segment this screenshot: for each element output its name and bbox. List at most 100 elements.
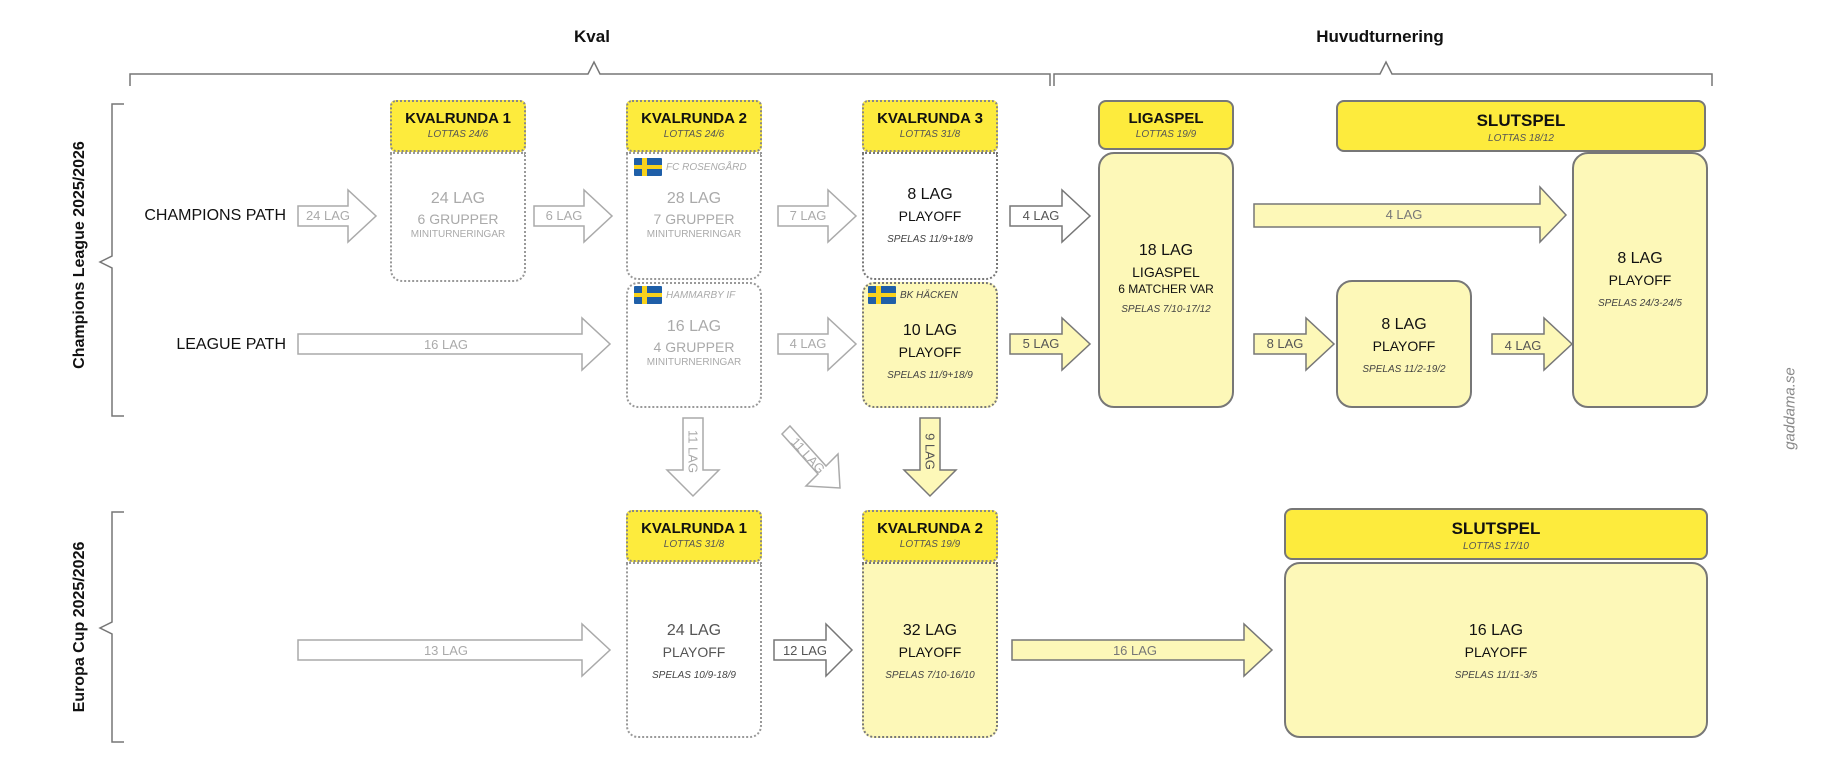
ec-kr2-box: 32 LAG PLAYOFF SPELAS 7/10-16/10 (862, 562, 998, 738)
ec-kr2-lag: 32 LAG (902, 622, 958, 639)
arrow-label-4c: 4 LAG (1504, 338, 1542, 353)
arrow-down-11a (665, 417, 721, 498)
ec-kr2-lottas: LOTTAS 19/9 (899, 539, 961, 550)
path-champions: CHAMPIONS PATH (144, 207, 286, 224)
ec-kr2-header: KVALRUNDA 2 LOTTAS 19/9 (862, 510, 998, 562)
ec-slut-header: SLUTSPEL LOTTAS 17/10 (1284, 508, 1708, 560)
cl-po1-box: 8 LAG PLAYOFF SPELAS 11/2-19/2 (1336, 280, 1472, 408)
cl-po2-spelas: SPELAS 24/3-24/5 (1598, 298, 1682, 309)
arrow-4top (1253, 185, 1568, 244)
cl-po2-box: 8 LAG PLAYOFF SPELAS 24/3-24/5 (1572, 152, 1708, 408)
arrow-24 (297, 188, 378, 244)
ec-slut-box: 16 LAG PLAYOFF SPELAS 11/11-3/5 (1284, 562, 1708, 738)
arrow-16 (297, 316, 612, 372)
section-kval: Kval (574, 27, 610, 46)
arrow-13 (297, 622, 612, 678)
path-league: LEAGUE PATH (176, 336, 286, 353)
cl-liga-format: LIGASPEL (1132, 264, 1200, 280)
arrow-label-5: 5 LAG (1022, 336, 1060, 351)
arrow-4c (1491, 316, 1574, 372)
sweden-flag-icon (634, 286, 662, 304)
arrow-8 (1253, 316, 1336, 372)
cl-kr2-champ-mini: MINITURNERINGAR (646, 229, 742, 240)
ec-kr1-header: KVALRUNDA 1 LOTTAS 31/8 (626, 510, 762, 562)
cl-liga-box: 18 LAG LIGASPEL 6 MATCHER VAR SPELAS 7/1… (1098, 152, 1234, 408)
arrow-label-24: 24 LAG (305, 208, 351, 223)
ec-slut-lottas: LOTTAS 17/10 (1463, 541, 1529, 552)
cl-kr2-champ-lag: 28 LAG (666, 190, 722, 207)
ec-kr1-lag: 24 LAG (666, 622, 722, 639)
cl-kr2-league-mini: MINITURNERINGAR (646, 357, 742, 368)
arrow-label-9: 9 LAG (922, 433, 938, 470)
arrow-label-6: 6 LAG (545, 208, 583, 223)
cl-liga-header: LIGASPEL LOTTAS 19/9 (1098, 100, 1234, 150)
arrow-label-11a: 11 LAG (685, 429, 701, 474)
ec-slut-title: SLUTSPEL (1451, 519, 1541, 538)
cl-kr2-league-team-name: HAMMARBY IF (666, 289, 736, 301)
cl-kr3-title: KVALRUNDA 3 (877, 110, 983, 127)
cl-liga-lag: 18 LAG (1138, 242, 1194, 259)
ec-kr1-spelas: SPELAS 10/9-18/9 (652, 670, 736, 681)
ec-kr2-format: PLAYOFF (898, 644, 962, 660)
cl-kr1-lottas: LOTTAS 24/6 (427, 129, 489, 140)
cl-kr3-header: KVALRUNDA 3 LOTTAS 31/8 (862, 100, 998, 152)
cl-po1-spelas: SPELAS 11/2-19/2 (1362, 364, 1446, 375)
arrow-label-13: 13 LAG (423, 643, 469, 658)
ec-kr1-format: PLAYOFF (662, 644, 726, 660)
cl-kr2-title: KVALRUNDA 2 (641, 110, 747, 127)
cl-kr1-title: KVALRUNDA 1 (405, 110, 511, 127)
cl-liga-title: LIGASPEL (1128, 110, 1204, 127)
cl-kr3-champ-box: 8 LAG PLAYOFF SPELAS 11/9+18/9 (862, 152, 998, 280)
cl-slut-title: SLUTSPEL (1476, 111, 1566, 130)
ec-kr1-title: KVALRUNDA 1 (641, 520, 747, 537)
sweden-flag-icon (634, 158, 662, 176)
cl-kr1-lag: 24 LAG (430, 190, 486, 207)
cl-kr2-league-box: 16 LAG 4 GRUPPER MINITURNERINGAR (626, 282, 762, 408)
arrow-label-7: 7 LAG (789, 208, 827, 223)
ec-kr1-box: 24 LAG PLAYOFF SPELAS 10/9-18/9 (626, 562, 762, 738)
arrow-label-4a: 4 LAG (1022, 208, 1060, 223)
cl-kr3-champ-spelas: SPELAS 11/9+18/9 (887, 234, 973, 245)
cl-kr3-league-spelas: SPELAS 11/9+18/9 (887, 370, 973, 381)
cl-kr2-league-grupper: 4 GRUPPER (653, 339, 735, 355)
arrow-label-16-ec: 16 LAG (1112, 643, 1158, 658)
cl-kr3-champ-lag: 8 LAG (907, 186, 953, 203)
arrow-4a (1009, 188, 1092, 244)
arrow-4b (777, 316, 858, 372)
cl-po2-format: PLAYOFF (1608, 272, 1672, 288)
cl-kr3-league-team-name: BK HÄCKEN (900, 289, 958, 301)
cl-kr3-league-lag: 10 LAG (902, 322, 958, 339)
arrow-label-8: 8 LAG (1266, 336, 1304, 351)
cl-kr3-league-team: BK HÄCKEN (868, 286, 958, 304)
ec-kr1-lottas: LOTTAS 31/8 (663, 539, 725, 550)
arrow-label-16: 16 LAG (423, 337, 469, 352)
ec-kr2-title: KVALRUNDA 2 (877, 520, 983, 537)
ec-slut-format: PLAYOFF (1464, 644, 1528, 660)
cl-liga-lottas: LOTTAS 19/9 (1135, 129, 1197, 140)
arrow-label-4b: 4 LAG (789, 336, 827, 351)
cl-slut-lottas: LOTTAS 18/12 (1488, 133, 1554, 144)
sweden-flag-icon (868, 286, 896, 304)
arrow-down-9 (902, 417, 958, 498)
cl-liga-matcher: 6 MATCHER VAR (1118, 282, 1214, 296)
cl-kr2-lottas: LOTTAS 24/6 (663, 129, 725, 140)
cl-kr1-header: KVALRUNDA 1 LOTTAS 24/6 (390, 100, 526, 152)
ec-slut-lag: 16 LAG (1468, 622, 1524, 639)
arrow-16-ec (1011, 622, 1274, 678)
cl-kr3-champ-format: PLAYOFF (898, 208, 962, 224)
cl-slut-header: SLUTSPEL LOTTAS 18/12 (1336, 100, 1706, 152)
competition-europa-cup: Europa Cup 2025/2026 (71, 541, 88, 713)
arrow-5 (1009, 316, 1092, 372)
cl-kr1-mini: MINITURNERINGAR (410, 229, 506, 240)
cl-kr2-header: KVALRUNDA 2 LOTTAS 24/6 (626, 100, 762, 152)
cl-kr3-lottas: LOTTAS 31/8 (899, 129, 961, 140)
cl-po1-lag: 8 LAG (1381, 316, 1427, 333)
cl-kr2-champ-grupper: 7 GRUPPER (653, 211, 735, 227)
arrow-label-12: 12 LAG (782, 643, 828, 658)
cl-liga-spelas: SPELAS 7/10-17/12 (1121, 304, 1211, 315)
arrow-12 (773, 622, 854, 678)
arrow-diag-11b (780, 424, 841, 489)
ec-slut-spelas: SPELAS 11/11-3/5 (1454, 670, 1538, 681)
cl-po1-format: PLAYOFF (1372, 338, 1436, 354)
